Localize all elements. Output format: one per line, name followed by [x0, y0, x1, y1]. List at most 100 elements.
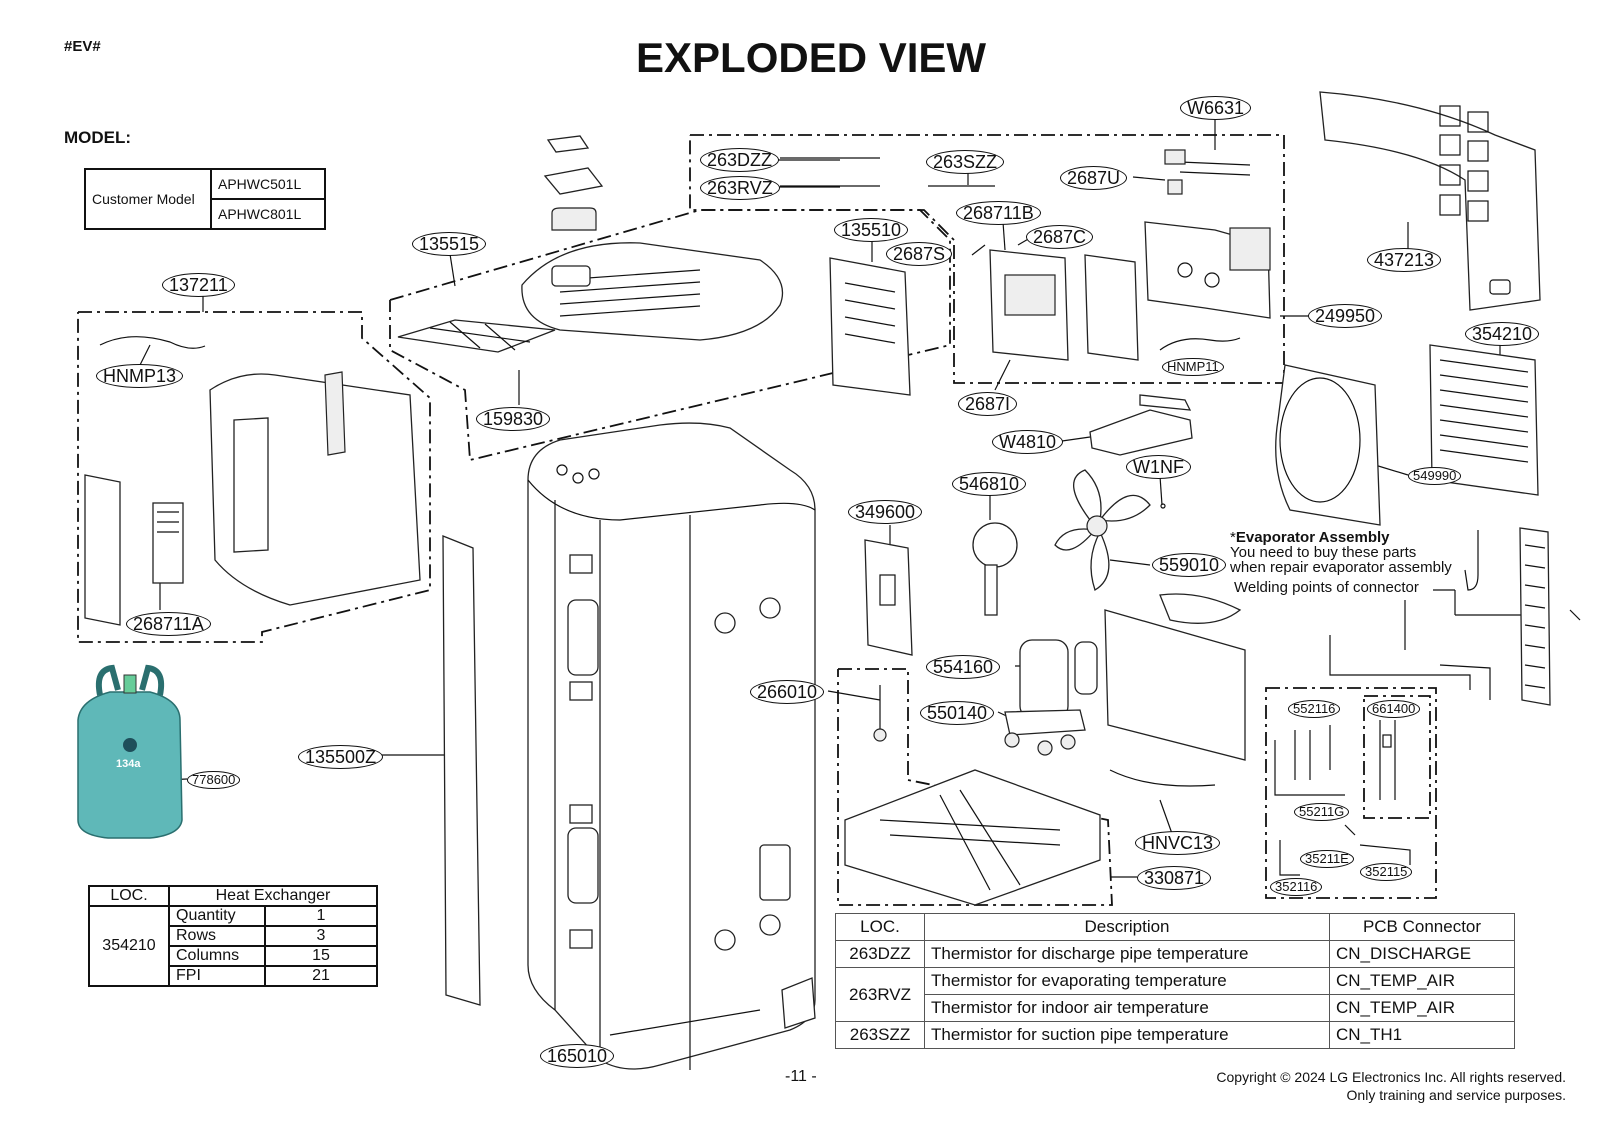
callout-55211G: 55211G	[1294, 803, 1350, 821]
callout-249950: 249950	[1308, 304, 1383, 328]
partition-panel-shape	[1104, 609, 1246, 761]
callout-661400: 661400	[1367, 700, 1421, 718]
callout-263DZZ: 263DZZ	[700, 148, 780, 172]
callout-263SZZ: 263SZZ	[926, 150, 1005, 174]
note-asterisk: *	[1230, 529, 1236, 546]
callout-263RVZ: 263RVZ	[700, 176, 780, 200]
callout-135510: 135510	[834, 218, 909, 242]
group-boundary-control-box	[689, 134, 1285, 384]
callout-550140: 550140	[920, 701, 995, 725]
service-note-text: Only training and service purposes.	[1346, 1087, 1566, 1103]
desc-connector: CN_DISCHARGE	[1329, 940, 1515, 968]
hx-row-value: 21	[264, 965, 378, 987]
pcb-tray-shape	[1084, 254, 1139, 361]
side-strip-shape	[442, 535, 481, 1006]
anode-rod-shape	[609, 1009, 761, 1036]
callout-W4810: W4810	[992, 430, 1064, 454]
callout-778600: 778600	[187, 771, 241, 789]
hx-row-name: Rows	[168, 925, 266, 947]
model-name: APHWC501L	[210, 168, 326, 200]
callout-437213: 437213	[1367, 248, 1442, 272]
control-panel-shape	[152, 502, 184, 584]
callout-137211: 137211	[162, 273, 235, 297]
desc-loc: 263RVZ	[835, 967, 925, 1022]
sensor-shape	[873, 685, 887, 742]
air-filter-shape	[397, 319, 556, 353]
group-boundary-base	[837, 668, 1113, 906]
hx-row-value: 1	[264, 905, 378, 927]
callout-349600: 349600	[848, 500, 923, 524]
page-title: EXPLODED VIEW	[636, 34, 987, 81]
hx-row-value: 15	[264, 945, 378, 967]
desc-text: Thermistor for suction pipe temperature	[924, 1021, 1330, 1049]
callout-HNVC13: HNVC13	[1135, 831, 1221, 855]
model-name: APHWC801L	[210, 198, 326, 230]
hx-title-header: Heat Exchanger	[168, 885, 378, 907]
hx-loc-value: 354210	[88, 905, 170, 987]
motor-bracket-shape	[864, 539, 913, 656]
desc-loc: 263SZZ	[835, 1021, 925, 1049]
bracket-shape	[1089, 409, 1193, 456]
rear-cover-shape	[1319, 91, 1541, 311]
heat-exchanger-table: LOC. Heat Exchanger 354210 Quantity 1 Ro…	[88, 885, 378, 987]
fan-shroud-shape	[1275, 364, 1381, 526]
callout-352116: 352116	[1270, 878, 1323, 896]
desc-connector-header: PCB Connector	[1329, 913, 1515, 941]
desc-loc-header: LOC.	[835, 913, 925, 941]
hx-row-name: Columns	[168, 945, 266, 967]
callout-2687I: 2687I	[958, 392, 1018, 416]
callout-559010: 559010	[1152, 553, 1227, 577]
desc-loc: 263DZZ	[835, 940, 925, 968]
evaporator-note: *Evaporator Assembly You need to buy the…	[1230, 530, 1452, 575]
water-tank-shape	[527, 422, 816, 1070]
customer-model-label: Customer Model	[84, 168, 212, 230]
desc-text: Thermistor for indoor air temperature	[924, 994, 1330, 1022]
desc-connector: CN_TEMP_AIR	[1329, 967, 1515, 995]
thermistor-description-table: LOC. Description PCB Connector 263DZZ Th…	[835, 913, 1515, 1049]
callout-546810: 546810	[952, 472, 1027, 496]
callout-2687C: 2687C	[1026, 225, 1094, 249]
group-boundary-valve-parts	[1363, 695, 1431, 819]
callout-354210: 354210	[1465, 322, 1540, 346]
access-cover-shape	[781, 977, 816, 1029]
heat-exchanger-shape	[1429, 344, 1539, 496]
callout-159830: 159830	[476, 407, 551, 431]
desc-connector: CN_TEMP_AIR	[1329, 994, 1515, 1022]
callout-W1NF: W1NF	[1126, 455, 1191, 479]
callout-330871: 330871	[1137, 866, 1212, 890]
refrigerant-type-label: 134a	[116, 758, 141, 770]
callout-35211E: 35211E	[1300, 850, 1354, 868]
desc-text: Thermistor for discharge pipe temperatur…	[924, 940, 1330, 968]
page-tag: #EV#	[64, 38, 101, 55]
callout-135500Z: 135500Z	[298, 745, 384, 769]
page-number: -11 -	[785, 1068, 817, 1085]
copyright-text: Copyright © 2024 LG Electronics Inc. All…	[1216, 1069, 1566, 1085]
hx-row-value: 3	[264, 925, 378, 947]
callout-549990: 549990	[1408, 467, 1462, 485]
callout-135515: 135515	[412, 232, 487, 256]
desc-text: Thermistor for evaporating temperature	[924, 967, 1330, 995]
group-boundary-evaporator-parts	[1265, 687, 1437, 899]
note-line-1: You need to buy these parts	[1230, 544, 1417, 561]
callout-HNMP13: HNMP13	[96, 364, 184, 388]
refrigerant-cylinder-shape	[77, 664, 183, 839]
callout-554160: 554160	[926, 655, 1001, 679]
fan-motor-shape	[972, 522, 1018, 616]
callout-2687S: 2687S	[886, 242, 953, 266]
callout-266010: 266010	[750, 680, 825, 704]
footer-notes: Copyright © 2024 LG Electronics Inc. All…	[1216, 1068, 1566, 1104]
panel-plate-shape	[84, 474, 121, 626]
desc-connector: CN_TH1	[1329, 1021, 1515, 1049]
callout-352115: 352115	[1360, 863, 1413, 881]
note-line-2: when repair evaporator assembly	[1230, 559, 1452, 576]
compressor-shape	[1004, 639, 1098, 756]
callout-2687U: 2687U	[1060, 166, 1128, 190]
callout-268711B: 268711B	[956, 201, 1041, 225]
note-title: Evaporator Assembly	[1235, 529, 1390, 546]
base-pan-shape	[844, 769, 1101, 906]
hx-row-name: FPI	[168, 965, 266, 987]
welding-note: Welding points of connector	[1234, 579, 1419, 596]
hx-row-name: Quantity	[168, 905, 266, 927]
callout-165010: 165010	[540, 1044, 615, 1068]
